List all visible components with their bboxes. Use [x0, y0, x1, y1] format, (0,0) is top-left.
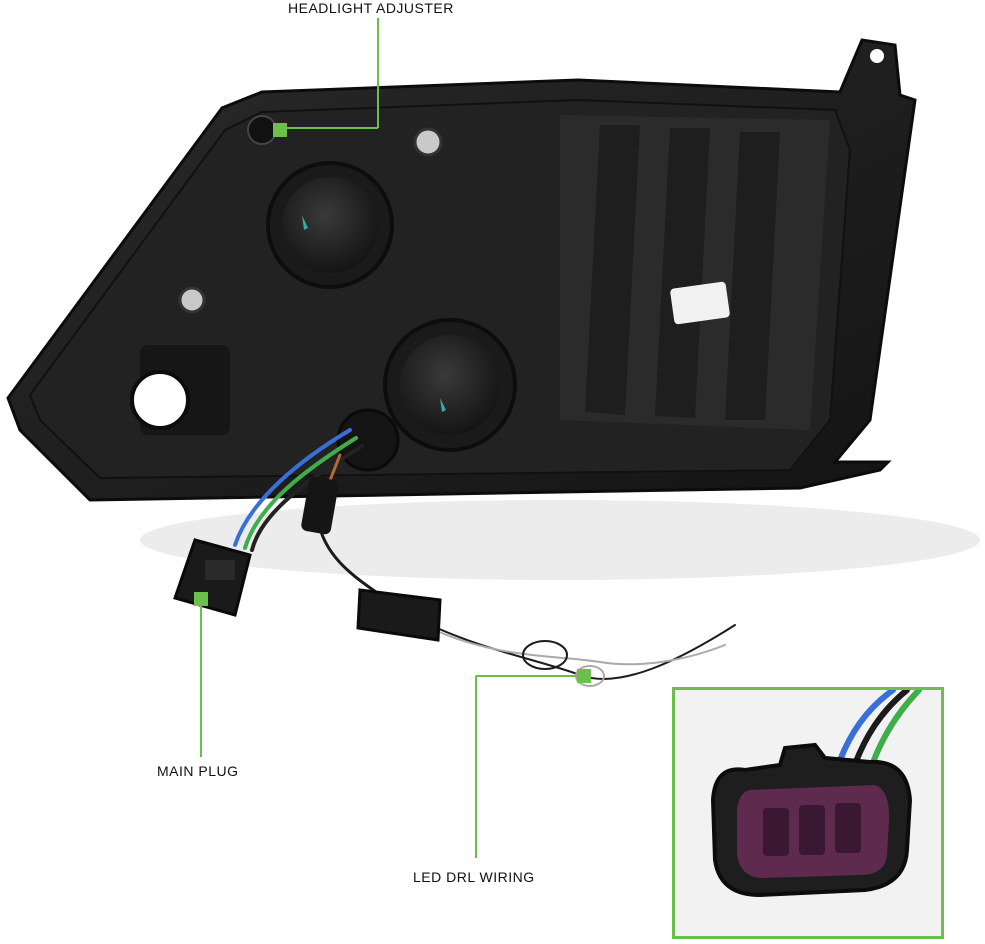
plug-closeup-image	[675, 690, 941, 936]
adjuster-knob	[247, 115, 277, 145]
callout-marker	[194, 592, 208, 606]
callout-marker	[273, 123, 287, 137]
main-plug-label: MAIN PLUG	[157, 763, 239, 779]
headlight-housing	[6, 38, 917, 502]
bolt	[178, 286, 206, 314]
callout-led-drl-wiring	[475, 669, 591, 858]
callout-main-plug	[194, 592, 208, 757]
plug-closeup-inset	[672, 687, 944, 939]
side-bulb-port	[130, 370, 190, 430]
floor-shadow	[140, 500, 980, 580]
inline-connector	[301, 476, 339, 535]
bulb-socket	[336, 408, 400, 472]
drl-module	[356, 588, 442, 642]
label-sticker	[670, 281, 730, 325]
callout-marker	[577, 669, 591, 683]
main-plug	[173, 538, 252, 617]
bolt	[413, 127, 443, 157]
headlight-adjuster-label: HEADLIGHT ADJUSTER	[288, 0, 454, 16]
led-drl-wiring-label: LED DRL WIRING	[413, 869, 535, 885]
plug-pins	[763, 803, 861, 856]
callout-headlight-adjuster	[273, 18, 379, 137]
